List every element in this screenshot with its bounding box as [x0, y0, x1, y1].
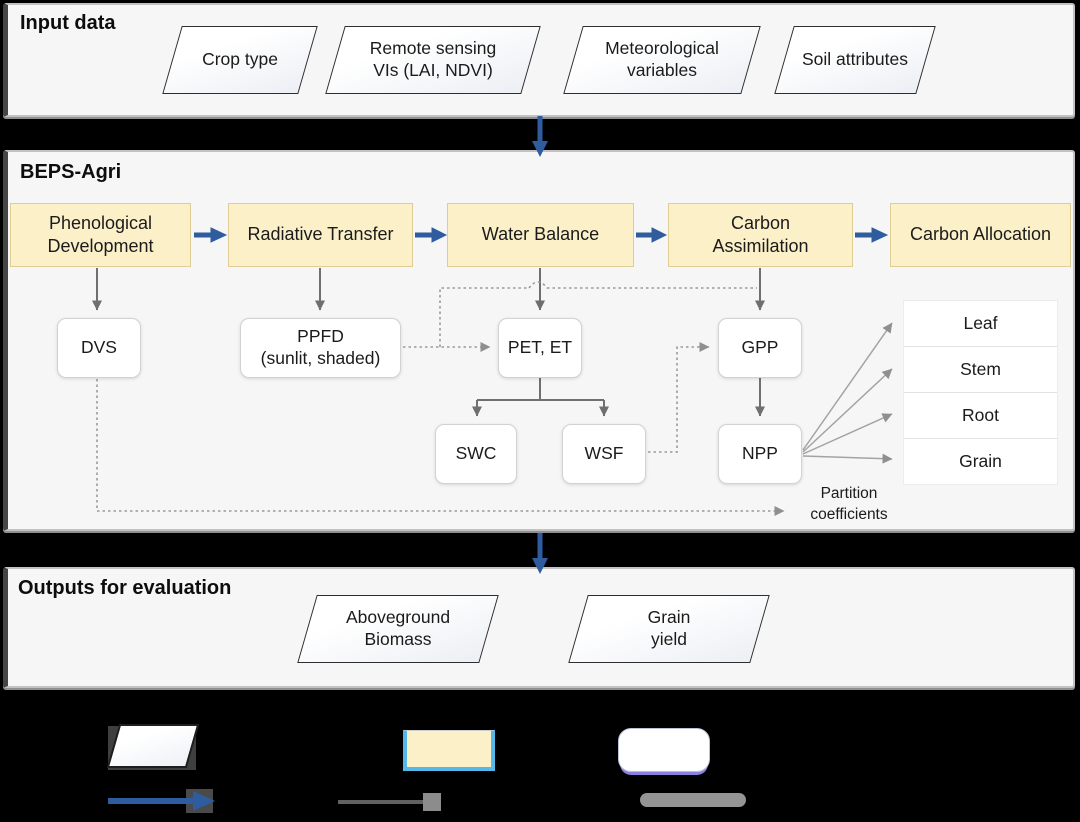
variable-dvs: DVS — [57, 318, 141, 378]
pool-row-stem: Stem — [904, 347, 1057, 393]
output-item-label: Aboveground Biomass — [345, 607, 451, 649]
input-item-label: Meteorological variables — [605, 38, 719, 80]
pool-row-leaf: Leaf — [904, 301, 1057, 347]
variable-swc: SWC — [435, 424, 517, 484]
input-item-label: Remote sensing VIs (LAI, NDVI) — [369, 38, 497, 80]
beps-agri-title: BEPS-Agri — [20, 161, 122, 183]
legend-module-rect-icon — [403, 730, 495, 771]
input-item-label: Soil attributes — [801, 49, 909, 70]
section-flow-arrow-top — [532, 116, 548, 157]
module-water-balance: Water Balance — [447, 203, 634, 267]
carbon-pool-table: Leaf Stem Root Grain — [903, 300, 1058, 485]
output-item-label: Grain yield — [647, 607, 691, 649]
input-item-meteorological: Meteorological variables — [563, 26, 761, 94]
legend-gray-dashed-line-icon — [640, 793, 746, 807]
variable-pet-et: PET, ET — [498, 318, 582, 378]
input-item-crop-type: Crop type — [162, 26, 318, 94]
pool-row-grain: Grain — [959, 451, 1002, 471]
outputs-title: Outputs for evaluation — [18, 577, 232, 599]
input-item-remote-sensing: Remote sensing VIs (LAI, NDVI) — [325, 26, 541, 94]
module-carbon-allocation: Carbon Allocation — [890, 203, 1071, 267]
module-radiative-transfer: Radiative Transfer — [228, 203, 413, 267]
variable-wsf: WSF — [562, 424, 646, 484]
variable-ppfd: PPFD (sunlit, shaded) — [240, 318, 401, 378]
partition-coefficients-note: Partition coefficients — [810, 485, 888, 523]
legend-gray-solid-line-icon — [338, 793, 441, 811]
pool-row-root: Root — [904, 393, 1057, 439]
input-item-label: Crop type — [202, 49, 278, 70]
module-carbon-assimilation: Carbon Assimilation — [668, 203, 853, 267]
outputs-panel — [3, 567, 1075, 688]
module-phenological-development: Phenological Development — [10, 203, 191, 267]
legend-variable-rounded-icon — [618, 728, 710, 772]
npp-partition-fan-arrows — [802, 322, 893, 464]
input-item-soil-attributes: Soil attributes — [774, 26, 936, 94]
variable-npp: NPP — [718, 424, 802, 484]
solid-gray-arrows — [92, 268, 765, 417]
input-data-title: Input data — [20, 12, 116, 34]
legend-input-parallelogram-icon — [106, 724, 200, 768]
output-item-grain-yield: Grain yield — [568, 595, 770, 663]
section-flow-arrow-bottom — [532, 533, 548, 574]
legend-blue-flow-arrow-icon — [108, 789, 215, 813]
variable-gpp: GPP — [718, 318, 802, 378]
output-item-aboveground-biomass: Aboveground Biomass — [297, 595, 499, 663]
module-flow-arrows — [194, 227, 889, 243]
dotted-info-lines — [96, 281, 785, 516]
